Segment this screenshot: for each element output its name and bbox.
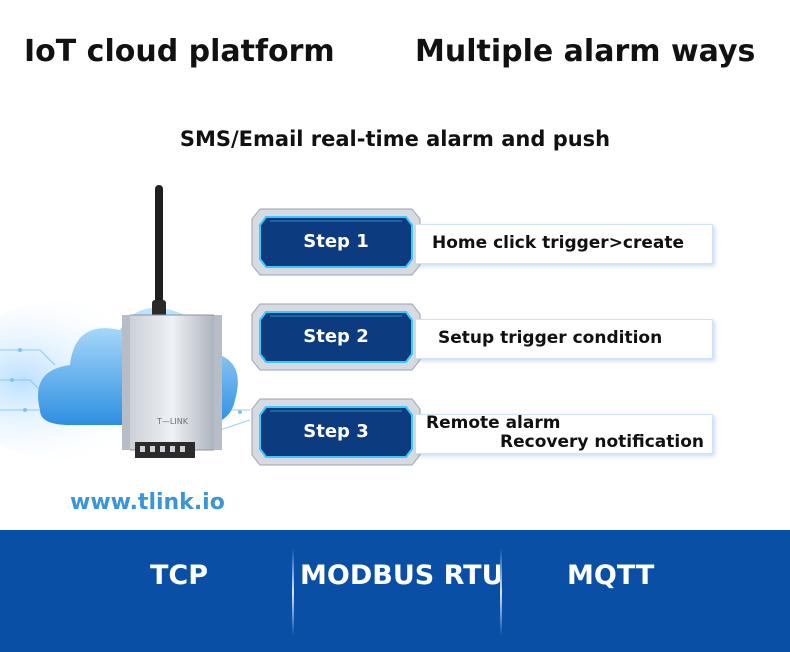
step-description-line-2: Recovery notification [500,432,704,452]
step-label: Step 3 [303,421,369,442]
subtitle: SMS/Email real-time alarm and push [179,127,611,151]
protocol-mqtt: MQTT [567,560,655,591]
website-link[interactable]: www.tlink.io [70,490,225,515]
step-3: Step 3 Remote alarm Recovery notificatio… [250,397,720,467]
step-2: Step 2 Setup trigger condition [250,302,720,372]
step-badge [251,208,421,276]
step-badge [251,398,421,466]
step-badge [251,303,421,371]
protocol-modbus-rtu: MODBUS RTU [300,560,504,591]
device-illustration: T—LINK [0,180,251,480]
step-description-text: Home click trigger>create [432,233,685,253]
step-description: Home click trigger>create [416,224,713,264]
divider [500,548,502,636]
step-description: Setup trigger condition [416,319,713,359]
cloud-device-graphic: T—LINK [0,185,251,460]
step-description: Remote alarm Recovery notification [416,413,713,454]
step-1: Step 1 Home click trigger>create [250,207,720,277]
divider [292,548,294,636]
step-description-line-1: Remote alarm [426,413,561,433]
step-label: Step 2 [303,326,369,347]
title-left: IoT cloud platform [24,34,335,69]
step-description-text: Setup trigger condition [438,328,663,348]
title-right: Multiple alarm ways [415,34,756,69]
protocol-tcp: TCP [150,560,209,591]
protocol-bar: TCP MODBUS RTU MQTT [0,530,790,652]
step-label: Step 1 [303,231,369,252]
device-brand-logo: T—LINK [156,417,189,426]
